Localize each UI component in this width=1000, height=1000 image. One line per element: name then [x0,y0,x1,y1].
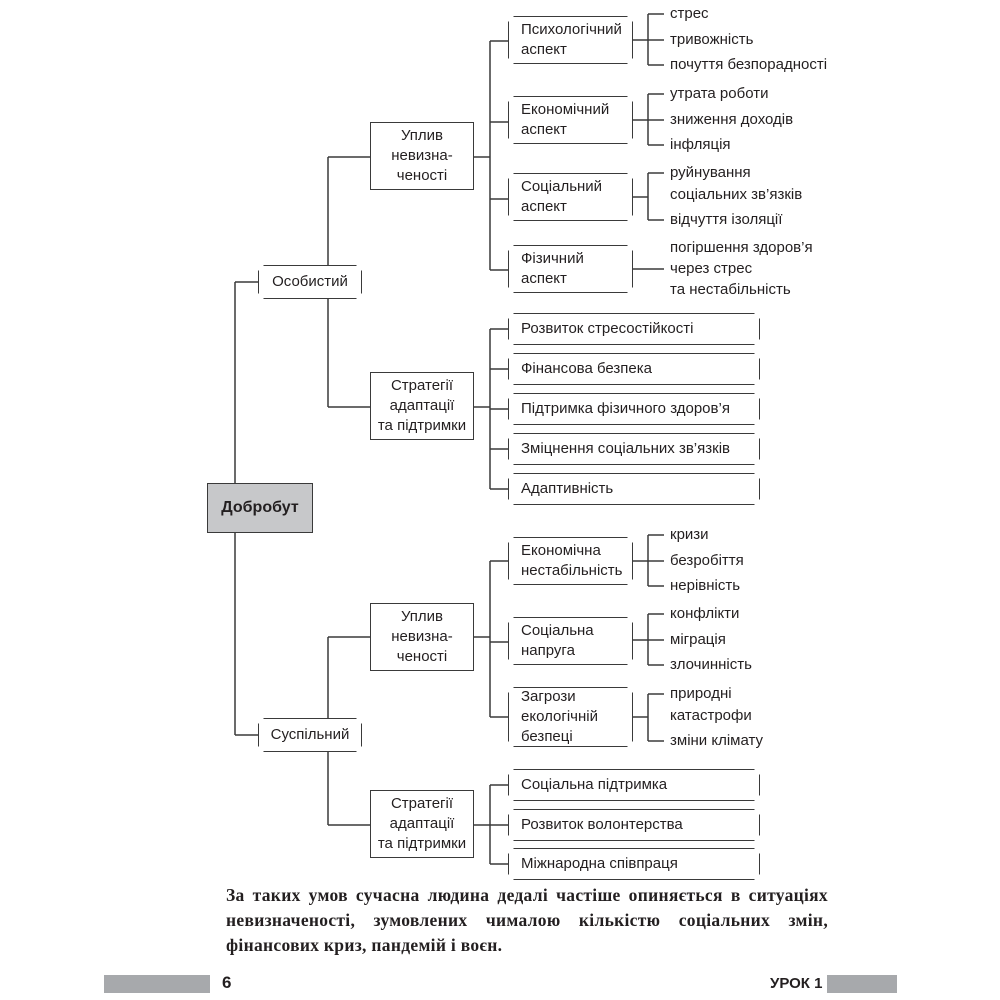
strategy-item: Міжнародна співпраця [508,848,760,880]
page-number: 6 [222,973,232,992]
leaf-item: утрата роботи [670,85,769,102]
leaf-item: міграція [670,631,726,648]
line: Фізичний [521,250,584,267]
line: аспект [521,270,567,287]
diagram-connectors [234,13,664,865]
footer-bar-left [104,975,210,993]
line: адаптації [389,815,455,832]
line: Уплив [400,127,444,144]
line: невизна- [391,628,453,645]
strategy-label: Міжнародна співпраця [521,855,678,872]
strategy-item: Підтримка фізичного здоров’я [508,393,760,425]
strategy-label: Підтримка фізичного здоров’я [521,400,730,417]
leaf-item: нерівність [670,577,741,594]
strategy-label: Зміцнення соціальних зв’язків [521,440,730,457]
line: Психологічний [521,21,622,38]
leaf-item: через стрес [670,260,753,277]
leaf-item: погіршення здоров’я [670,239,813,256]
line: адаптації [389,397,455,414]
aspect-psychological: Психологічний аспект [508,16,633,64]
leaf-item: відчуття ізоляції [670,211,783,228]
node-social: Суспільний [258,718,362,752]
aspect-ecological-threats: Загрози екологічній безпеці [508,687,633,747]
aspect-social-tension: Соціальна напруга [508,617,633,665]
leaf-item: катастрофи [670,707,752,724]
root-label: Добробут [221,499,299,516]
node-personal-strategy: Стратегії адаптації та підтримки [370,372,474,440]
line: та підтримки [377,417,467,434]
line: аспект [521,121,567,138]
line: невизна- [391,147,453,164]
line: нестабільність [521,562,623,579]
line: аспект [521,41,567,58]
strategy-item: Адаптивність [508,473,760,505]
strategy-item: Розвиток волонтерства [508,809,760,841]
strategy-label: Соціальна підтримка [521,776,668,793]
leaf-item: руйнування [670,164,751,181]
leaf-item: безробіття [670,552,744,569]
line: екологічній [521,708,598,725]
strategy-item: Соціальна підтримка [508,769,760,801]
leaf-item: інфляція [670,136,731,153]
footer-bar-right [827,975,897,993]
leaf-item: зниження доходів [670,111,794,128]
strategy-item: Розвиток стресостійкості [508,313,760,345]
leaf-item: природні [670,685,732,702]
line: безпеці [521,728,573,745]
line: Уплив [400,608,444,625]
node-personal: Особистий [258,265,362,299]
aspect-social: Соціальний аспект [508,173,633,221]
line: ченості [396,167,448,184]
strategy-label: Фінансова безпека [521,360,652,377]
root-node: Добробут [207,483,313,533]
node-social-strategy: Стратегії адаптації та підтримки [370,790,474,858]
leaf-item: почуття безпорадності [670,56,828,73]
body-paragraph: За таких умов сучасна людина дедалі част… [226,885,828,955]
leaf-item: кризи [670,526,709,543]
leaf-item: соціальних зв’язків [670,186,803,203]
aspect-physical: Фізичний аспект [508,245,633,293]
line: Соціальний [521,178,603,195]
node-social-label: Суспільний [270,726,350,743]
leaf-item: тривожність [670,31,754,48]
aspect-economic-instability: Економічна нестабільність [508,537,633,585]
line: Загрози [521,688,576,705]
strategy-label: Розвиток волонтерства [521,816,683,833]
strategy-label: Розвиток стресостійкості [521,320,694,337]
line: напруга [521,642,575,659]
strategy-label: Адаптивність [521,480,614,497]
strategy-item: Зміцнення соціальних зв’язків [508,433,760,465]
lesson-label: УРОК 1 [770,975,823,992]
line: Економічна [521,542,601,559]
strategy-item: Фінансова безпека [508,353,760,385]
leaf-item: стрес [670,5,709,22]
node-personal-label: Особистий [272,273,348,290]
line: Економічний [521,101,610,118]
node-social-impact: Уплив невизна- ченості [370,603,474,671]
leaf-item: злочинність [670,656,752,673]
line: Соціальна [521,622,594,639]
aspect-economic: Економічний аспект [508,96,633,144]
line: Стратегії [390,795,454,812]
line: та підтримки [377,835,467,852]
line: ченості [396,648,448,665]
node-personal-impact: Уплив невизна- ченості [370,122,474,190]
leaf-item: зміни клімату [670,732,764,749]
leaf-item: конфлікти [670,605,740,622]
line: Стратегії [390,377,454,394]
leaf-item: та нестабільність [670,281,791,298]
line: аспект [521,198,567,215]
